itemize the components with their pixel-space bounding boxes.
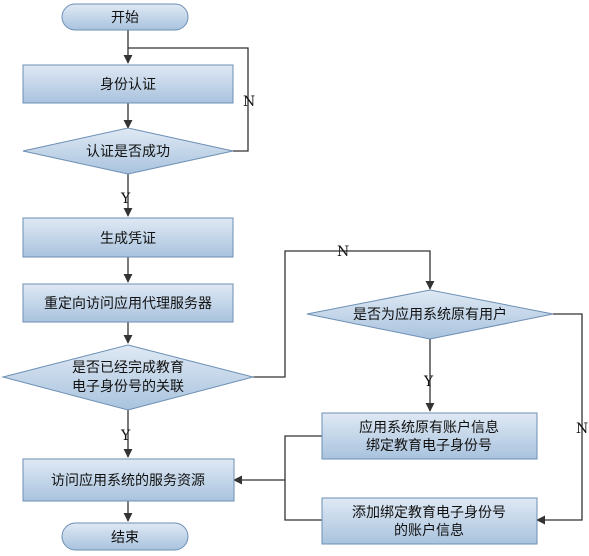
linked-label-line2: 电子身份号的关联: [72, 379, 184, 395]
edge-labels: N Y N Y Y N: [120, 94, 588, 444]
start-node: 开始: [61, 3, 189, 31]
access-node: 访问应用系统的服务资源: [22, 458, 235, 502]
bind-node: 应用系统原有账户信息 绑定教育电子身份号: [321, 412, 538, 460]
edge-linked-no: [253, 250, 435, 378]
redirect-node: 重定向访问应用代理服务器: [22, 283, 234, 323]
end-label: 结束: [111, 530, 139, 546]
connectors: [123, 30, 583, 525]
redirect-label: 重定向访问应用代理服务器: [44, 295, 212, 312]
edge-bind-to-merge: [284, 435, 322, 521]
linked-decision: 是否已经完成教育 电子身份号的关联: [1, 344, 255, 411]
edge-auth-fail-loop: [128, 47, 249, 152]
auth-node: 身份认证: [22, 64, 234, 104]
user-no-label: N: [576, 421, 588, 437]
is-user-decision: 是否为应用系统原有用户: [306, 289, 554, 340]
start-label: 开始: [111, 10, 139, 26]
auth-no-label: N: [243, 94, 255, 110]
auth-yes-label: Y: [120, 191, 131, 207]
add-account-label-line2: 的账户信息: [394, 522, 464, 539]
user-yes-label: Y: [423, 374, 434, 390]
auth-ok-label: 认证是否成功: [86, 144, 170, 160]
gen-cred-node: 生成凭证: [22, 217, 234, 258]
linked-no-label: N: [337, 244, 349, 260]
is-user-label: 是否为应用系统原有用户: [353, 306, 507, 323]
bind-label-line1: 应用系统原有账户信息: [359, 419, 499, 436]
auth-label: 身份认证: [100, 77, 156, 93]
gen-cred-label: 生成凭证: [100, 231, 156, 247]
add-account-node: 添加绑定教育电子身份号 的账户信息: [321, 497, 538, 545]
access-label: 访问应用系统的服务资源: [51, 472, 205, 489]
linked-label-line1: 是否已经完成教育: [72, 360, 184, 376]
end-node: 结束: [61, 522, 189, 551]
auth-ok-decision: 认证是否成功: [22, 127, 234, 175]
linked-yes-label: Y: [120, 428, 131, 444]
edge-isuser-no: [536, 313, 583, 525]
add-account-label-line1: 添加绑定教育电子身份号: [352, 505, 506, 521]
bind-label-line2: 绑定教育电子身份号: [366, 438, 492, 454]
